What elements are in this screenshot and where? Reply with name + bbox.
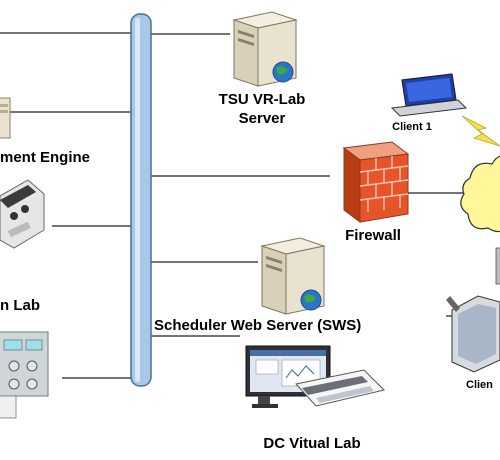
client-right-label: Clien [466, 379, 493, 391]
client1-laptop-icon [390, 73, 468, 117]
lab-instrument-left-icon [0, 179, 45, 249]
dc-virtual-lab-label: DC Vitual Lab [263, 435, 360, 452]
client1-label: Client 1 [392, 121, 432, 133]
wireless-lightning-icon [461, 115, 500, 147]
internet-cloud-icon [460, 155, 500, 233]
firewall-label: Firewall [345, 227, 401, 244]
connection-lines [0, 32, 468, 379]
scheduler-label: Scheduler Web Server (SWS) [154, 317, 361, 334]
vrlab-server-label-2: Server [239, 110, 286, 127]
dc-equipment-left-icon [0, 331, 49, 419]
scheduler-server-icon [260, 237, 326, 315]
vrlab-server-label: TSU VR-Lab [219, 91, 306, 108]
vrlab-server-icon [232, 11, 298, 87]
management-engine-label: ment Engine [0, 149, 90, 166]
client-tablet-icon [446, 247, 500, 373]
dc-virtual-lab-icon [245, 345, 385, 408]
network-backbone [130, 13, 152, 387]
lab-left-label: n Lab [0, 297, 40, 314]
firewall-icon [342, 141, 410, 223]
management-engine-server-icon [0, 97, 11, 139]
